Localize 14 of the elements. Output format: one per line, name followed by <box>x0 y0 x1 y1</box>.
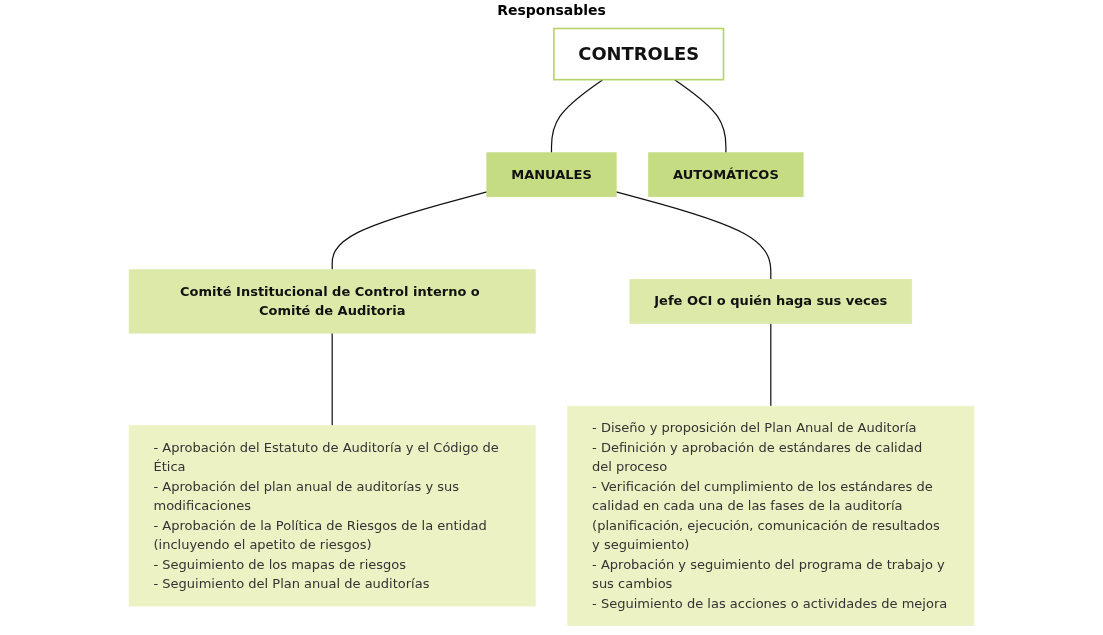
connector <box>331 191 488 271</box>
node-box: Comité Institucional de Control interno o Comité de Auditoria <box>128 269 536 334</box>
connector <box>331 332 333 427</box>
connector <box>615 191 772 281</box>
node-box: AUTOMÁTICOS <box>648 152 804 198</box>
node-box: MANUALES <box>486 152 617 198</box>
node-box: Jefe OCI o quién haga sus veces <box>629 279 913 324</box>
branch-label: Responsables <box>497 2 606 18</box>
node-box: - Aprobación del Estatuto de Auditoría y el Código de Ética - Aprobación del plan anual de auditorías y sus modificaciones - Aprobación de la Política de Riesgos de la entidad (incluyendo el apetito de riesgos) - Seguimiento de los mapas de riesgos - Seguimiento del Plan anual de auditorías <box>128 425 536 607</box>
connector <box>550 79 604 154</box>
connector <box>674 79 727 154</box>
connector <box>770 322 772 407</box>
node-box: - Diseño y proposición del Plan Anual de Auditoría - Definición y aprobación de estándares de calidad del proceso - Verificación del cumplimiento de los estándares de calidad en cada una de las fases de la auditoría (planificación, ejecución, comunicación de resultados y seguimiento) - Aprobación y seguimiento del programa de trabajo y sus cambios - Seguimiento de las acciones o actividades de mejora <box>567 405 975 626</box>
node-box: CONTROLES <box>553 27 725 81</box>
